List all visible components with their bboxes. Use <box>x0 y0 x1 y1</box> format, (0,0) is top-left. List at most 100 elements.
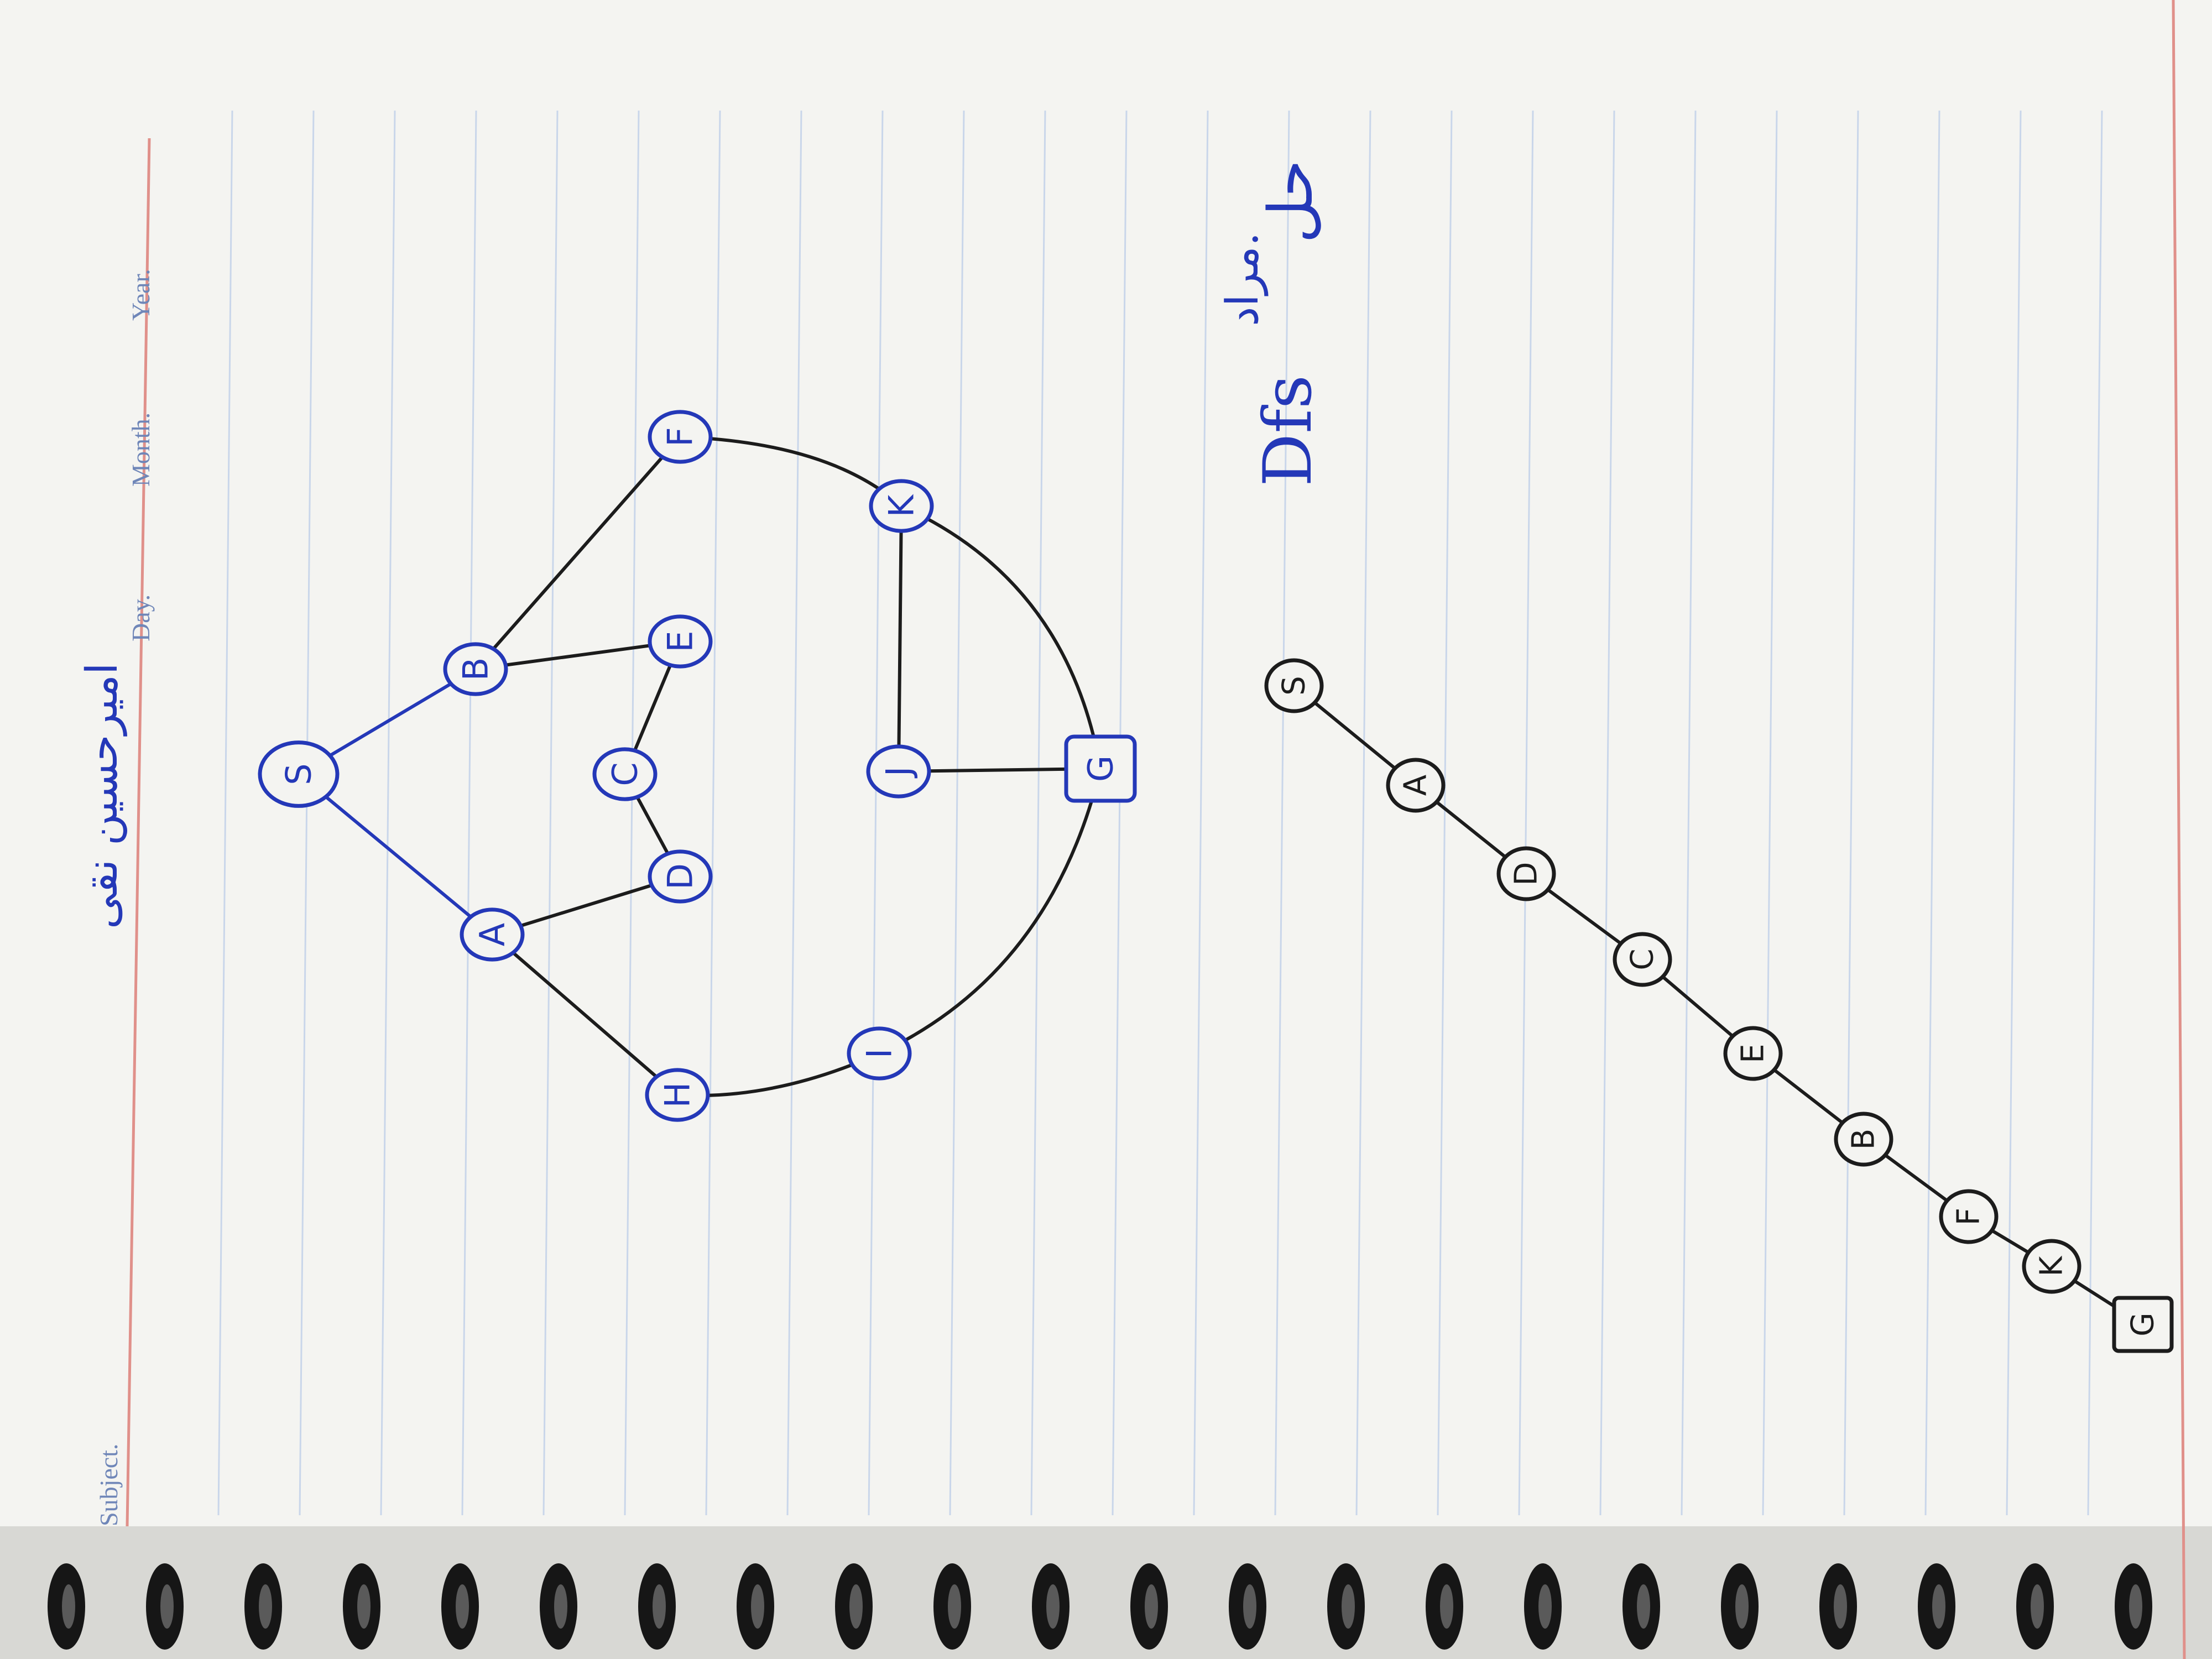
graph-edge-k-j <box>897 505 903 772</box>
binding-strip <box>0 1526 2212 1659</box>
spiral-coil-hole <box>1735 1584 1749 1629</box>
spiral-coil-hole <box>948 1584 961 1629</box>
node-label: H <box>658 1082 698 1108</box>
spiral-coil-hole <box>1637 1584 1650 1629</box>
spiral-coil-hole <box>2129 1584 2142 1629</box>
node-shape <box>648 614 713 669</box>
dfs-node-e-4: E <box>1723 1026 1783 1081</box>
handwritten-title: امیرحسین نقی <box>77 662 127 929</box>
node-shape <box>1064 734 1137 803</box>
graph-edge-a-d <box>492 875 681 936</box>
spiral-binding <box>48 1563 2152 1650</box>
spiral-coil-hole <box>2031 1584 2044 1629</box>
dfs-node-c-3: C <box>1613 932 1672 987</box>
rule-line <box>868 110 884 1516</box>
node-label: I <box>859 1048 900 1058</box>
graph-edges <box>298 435 1102 1098</box>
spiral-coil-hole <box>1145 1584 1158 1629</box>
node-shape <box>460 907 525 962</box>
graph-node-j: J <box>866 744 931 799</box>
rule-line <box>1274 110 1290 1516</box>
spiral-coil-hole <box>1342 1584 1355 1629</box>
margin-line-top <box>126 138 151 1527</box>
node-label: C <box>1625 948 1661 970</box>
rule-line <box>1681 110 1697 1516</box>
graph-node-i: I <box>847 1026 912 1081</box>
node-label: G <box>1081 755 1121 782</box>
node-label: A <box>1398 775 1434 796</box>
graph-node-d: D <box>648 849 713 904</box>
node-label: B <box>1846 1129 1882 1150</box>
spiral-coil-hole <box>456 1584 469 1629</box>
day-label: Day. <box>127 594 155 641</box>
rule-line <box>380 110 396 1516</box>
node-label: S <box>1276 676 1312 696</box>
rule-line <box>542 110 559 1516</box>
rule-line <box>1437 110 1453 1516</box>
rule-line <box>1924 110 1940 1516</box>
node-shape <box>648 849 713 904</box>
spiral-coil-hole <box>1932 1584 1945 1629</box>
graph-edge-i-g <box>878 768 1102 1055</box>
rule-line <box>1518 110 1534 1516</box>
graph-node-b: B <box>443 642 508 696</box>
rule-line <box>2087 110 2103 1516</box>
node-shape <box>847 1026 912 1081</box>
subject-label: Subject. <box>95 1443 123 1526</box>
graph-node-k: K <box>869 479 934 533</box>
rule-line <box>1355 110 1371 1516</box>
spiral-coil-hole <box>1538 1584 1552 1629</box>
node-label: K <box>881 494 922 517</box>
node-label: E <box>1735 1044 1771 1063</box>
node-shape <box>2022 1239 2081 1294</box>
node-label: C <box>605 762 645 786</box>
spiral-coil-hole <box>1834 1584 1847 1629</box>
spiral-coil-hole <box>357 1584 371 1629</box>
rule-line <box>705 110 721 1516</box>
graph-edge-k-g <box>900 504 1102 769</box>
dfs-path-nodes: S A D C E B F K G <box>1264 658 2174 1353</box>
node-label: J <box>879 766 919 779</box>
spiral-coil-hole <box>1440 1584 1453 1629</box>
node-label: A <box>472 923 513 946</box>
rule-line <box>1112 110 1128 1516</box>
rule-line <box>949 110 965 1516</box>
dfs-node-a-1: A <box>1386 758 1446 813</box>
node-label: D <box>1509 862 1545 885</box>
dfs-node-k-7: K <box>2022 1239 2081 1294</box>
graph-node-g: G <box>1064 734 1137 803</box>
graph-node-s: S <box>258 740 340 808</box>
graph-edge-a-h <box>491 933 679 1097</box>
spiral-coil-hole <box>554 1584 567 1629</box>
node-shape <box>1386 758 1446 813</box>
node-label: G <box>2125 1312 2161 1336</box>
spiral-coil-hole <box>259 1584 272 1629</box>
node-shape <box>592 747 658 801</box>
node-shape <box>1939 1189 1999 1244</box>
spiral-coil-hole <box>62 1584 75 1629</box>
spiral-coil-hole <box>1046 1584 1060 1629</box>
graph-node-c: C <box>592 747 658 801</box>
graph-node-a: A <box>460 907 525 962</box>
node-shape <box>2112 1296 2174 1353</box>
rule-line <box>786 110 802 1516</box>
rule-line <box>1030 110 1046 1516</box>
dfs-node-b-5: B <box>1834 1112 1893 1167</box>
spiral-coil-hole <box>653 1584 666 1629</box>
node-shape <box>1834 1112 1893 1167</box>
dfs-node-f-6: F <box>1939 1189 1999 1244</box>
node-label: K <box>2034 1255 2070 1276</box>
graph-node-h: H <box>645 1068 710 1122</box>
node-label: F <box>1951 1208 1987 1225</box>
handwritten-top-right: مراد. <box>1217 232 1268 326</box>
dfs-label: Dfs <box>1250 374 1327 487</box>
rule-line <box>1843 110 1859 1516</box>
rule-line <box>299 110 315 1516</box>
node-label: D <box>660 863 701 890</box>
rule-line <box>2006 110 2022 1516</box>
year-label: Year. <box>127 269 155 321</box>
dfs-label-right: حل <box>1255 159 1326 243</box>
node-shape <box>869 479 934 533</box>
node-shape <box>443 642 508 696</box>
